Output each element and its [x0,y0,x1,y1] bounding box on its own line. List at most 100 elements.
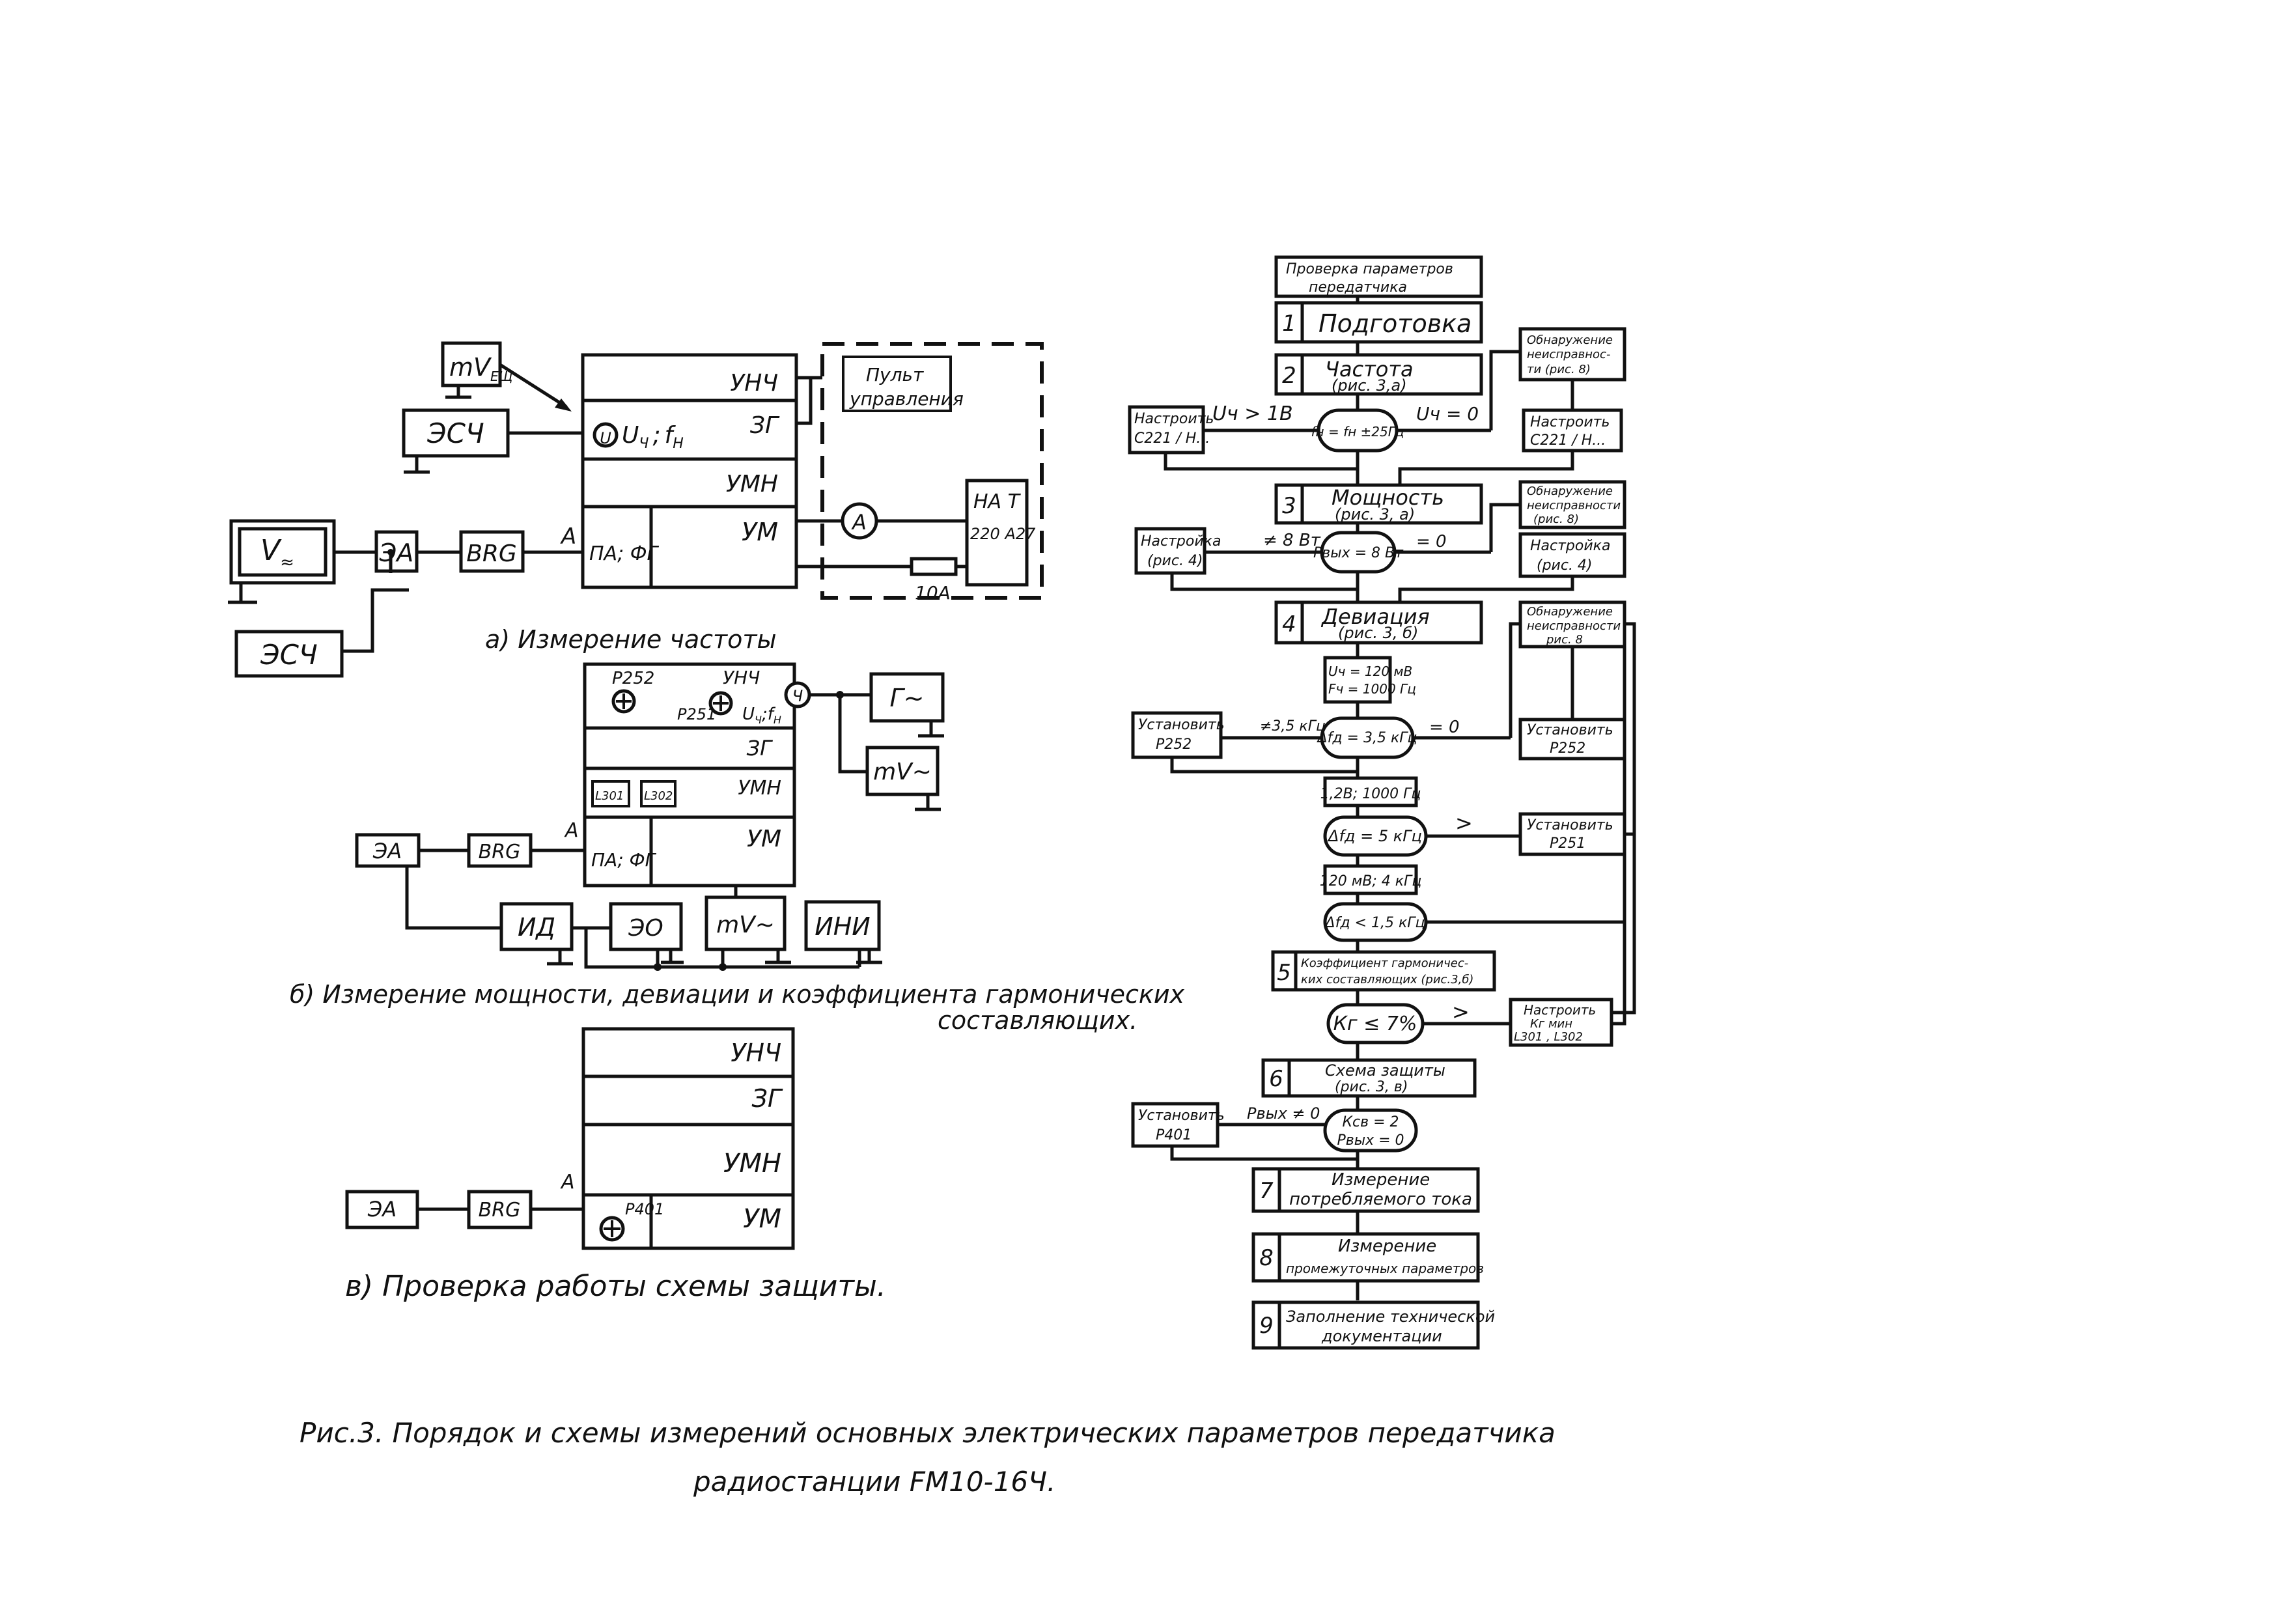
flow-condition-3-label: 120 мВ; 4 кГц [1320,873,1422,889]
label-um-v: УМ [743,1204,781,1234]
flow-decision-power-label: Рвых = 8 Вт [1313,545,1404,561]
flow-step-3-line-2: (рис. 3, а) [1335,505,1415,524]
flow-ne-8w: ≠ 8 Вт [1263,531,1321,550]
eo-oscilloscope [609,902,683,951]
p401-label: Р401 [625,1200,664,1218]
flow-start-line-2: передатчика [1309,279,1407,296]
l302-label: L302 [644,789,673,803]
flow-step-4 [1274,600,1483,645]
flow-step-8-line-2: промежуточных параметров [1286,1261,1484,1276]
flow-step-5-num: 5 [1277,960,1291,986]
nat-label-1: НА Т [973,490,1022,513]
flow-decision-protection [1323,1108,1418,1153]
flow-step-8-line-1: Измерение [1338,1237,1436,1256]
flow-gt-2: > [1452,1000,1470,1024]
flow-step-9-num: 9 [1259,1313,1274,1339]
flow-step-2-line-2: (рис. 3,а) [1332,376,1407,395]
flow-step-2-line-1: Частота [1325,357,1414,382]
figure-caption-line-1: Рис.3. Порядок и схемы измерений основны… [300,1417,1556,1449]
rf-mv-label: mV~ [716,912,775,938]
flow-step-1-num: 1 [1282,311,1296,337]
flow-tune-fig4-right-2: (рис. 4) [1537,557,1593,574]
flow-tune-kg [1509,998,1613,1047]
flow-decision-kg-label: Кг ≤ 7% [1333,1013,1417,1035]
l301-coil [591,780,630,807]
label-zg-v: ЗГ [751,1084,783,1113]
flow-step-9-line-1: Заполнение технической [1286,1308,1495,1326]
flow-decision-protection-line-1: Ксв = 2 [1342,1114,1399,1130]
esch-2-label: ЭСЧ [260,639,317,671]
flow-detect-2-line-2: неисправности [1527,499,1621,512]
flow-detect-1-line-1: Обнаружение [1527,333,1613,347]
point-a-label-v: А [560,1171,575,1194]
flow-step-8 [1251,1232,1480,1283]
flow-step-7 [1251,1167,1480,1213]
control-panel-label-1: Пульт [866,364,924,385]
label-zg-a: ЗГ [750,412,780,439]
flow-tune-c221-right [1522,408,1623,453]
voltmeter-circle-icon [593,422,619,448]
p251-label: Р251 [677,705,716,723]
flow-step-1-label: Подготовка [1318,309,1472,338]
label-umn-v: УМН [723,1149,781,1179]
flow-detect-3-line-3: рис. 8 [1546,633,1583,647]
flow-tune-c221-right-1: Настроить [1530,414,1610,430]
caption-a: а) Измерение частоты [485,625,777,654]
flow-detect-fault-1 [1518,327,1626,382]
flow-set-p401 [1131,1102,1220,1148]
p251-potentiometer-icon [708,691,733,716]
flow-step-4-line-2: (рис. 3, б) [1338,624,1418,642]
control-panel-box [842,356,952,412]
label-zg-b: ЗГ [747,736,774,761]
flow-condition-3 [1323,864,1418,895]
ea-label-b: ЭА [372,839,402,863]
resistor-10a [910,557,958,576]
flow-detect-2-line-1: Обнаружение [1527,484,1613,498]
flow-set-p252-right-2: Р252 [1550,740,1585,757]
label-um-a: УМ [742,518,778,546]
diagram-b-power-deviation-measurement: Р252 Р251 УНЧ UЧ;fН ЗГ L301 L302 УМН УМ … [290,662,1185,1035]
esch-1-label: ЭСЧ [426,417,484,449]
audio-generator [869,672,945,723]
flow-start-line-1: Проверка параметров [1286,261,1453,277]
rf-millivoltmeter [705,895,787,951]
flow-detect-1-line-2: неисправнос- [1527,348,1610,361]
flow-step-6-line-1: Схема защиты [1325,1061,1445,1080]
label-unch-b: УНЧ [723,667,760,688]
l301-label: L301 [595,789,624,803]
flow-set-p251 [1518,812,1626,856]
esch-counter-2 [234,630,344,678]
brg-label-a: BRG [466,540,517,567]
diagram-v-protection-check: УНЧ ЗГ УМН УМ Р401 ЭА BRG А в) Проверка … [345,1027,886,1303]
brg-block-a [459,530,525,573]
flow-condition-2-label: 1,2В; 1000 Гц [1320,786,1421,802]
flow-tune-c221-right-2: С221 / Н... [1530,432,1606,449]
id-instrument [499,902,574,951]
flow-eq-0-a: = 0 [1416,532,1447,552]
flow-condition-1-line-1: Uч = 120 мВ [1328,664,1412,679]
flow-condition-2 [1323,776,1418,807]
flow-ne-35: ≠3,5 кГц [1260,718,1326,735]
point-a-label-b: А [564,819,579,842]
flow-set-p251-2: Р251 [1550,835,1585,852]
flow-detect-fault-3 [1518,600,1626,649]
label-umn-a: УМН [726,471,778,497]
flow-detect-2-line-3: (рис. 8) [1533,512,1579,526]
caption-v: в) Проверка работы схемы защиты. [345,1270,886,1303]
input-jack-label: Ч [792,687,803,705]
flow-detect-3-line-2: неисправности [1527,619,1621,633]
flow-step-6-num: 6 [1269,1066,1283,1092]
audio-generator-label: Г~ [889,684,924,712]
flow-step-6-line-2: (рис. 3, в) [1335,1079,1408,1095]
eo-label: ЭО [628,915,663,942]
flow-set-p252-left-2: Р252 [1156,736,1192,753]
flow-decision-deviation-1-label: Δfд = 3,5 кГц [1317,730,1417,746]
p252-label: Р252 [612,669,654,688]
flow-step-5-line-2: ких составляющих (рис.3,б) [1301,973,1473,987]
ammeter-label: А [851,510,867,535]
flow-step-2 [1274,353,1483,396]
flow-step-4-num: 4 [1282,611,1296,637]
flow-set-p252-left [1131,711,1223,759]
audio-millivoltmeter [865,746,940,796]
